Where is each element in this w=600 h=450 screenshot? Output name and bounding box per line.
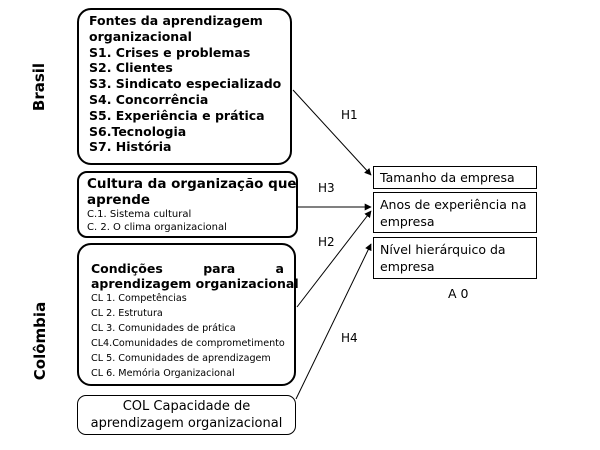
output-box-anos: Anos de experiência na empresa: [373, 192, 537, 233]
fontes-title-line-1: Fontes da aprendizagem: [89, 13, 263, 28]
condicoes-item: CL 3. Comunidades de prática: [91, 323, 236, 334]
box-col-capacidade: COL Capacidade de aprendizagem organizac…: [77, 395, 296, 435]
fontes-item: S1. Crises e problemas: [89, 44, 251, 60]
condicoes-title-word: para: [203, 261, 236, 276]
hypothesis-label-h4: H4: [341, 331, 358, 345]
cultura-title-line-2: aprende: [87, 192, 151, 208]
output-nivel-line-1: Nível hierárquico da: [380, 242, 506, 257]
condicoes-item: CL 1. Competências: [91, 293, 187, 304]
condicoes-title-word: a: [275, 261, 284, 276]
cultura-item: C. 2. O clima organizacional: [87, 222, 227, 233]
fontes-item: S3. Sindicato especializado: [89, 76, 282, 92]
output-box-nivel: Nível hierárquico da empresa: [373, 237, 537, 279]
fontes-item: S5. Experiência e prática: [89, 107, 265, 123]
condicoes-title-line-2: aprendizagem organizacional: [91, 276, 299, 291]
condicoes-item: CL4.Comunidades de comprometimento: [91, 338, 285, 349]
col-line-2: aprendizagem organizacional: [90, 416, 283, 431]
fontes-title-line-2: organizacional: [89, 28, 192, 44]
cultura-title-line-1: Cultura da organização que: [87, 176, 297, 192]
hypothesis-label-h2: H2: [318, 235, 335, 249]
hypothesis-label-h1: H1: [341, 108, 358, 122]
condicoes-title-word: Condições: [91, 261, 163, 276]
condicoes-item: CL 5. Comunidades de aprendizagem: [91, 353, 271, 364]
output-tamanho-text: Tamanho da empresa: [380, 170, 515, 185]
arrow-h2: [296, 210, 372, 308]
arrow-h1: [292, 89, 372, 176]
fontes-item: S6.Tecnologia: [89, 123, 187, 139]
hypothesis-label-h3: H3: [318, 181, 335, 195]
condicoes-title-line-1: Condições para a: [91, 261, 284, 276]
fontes-item: S4. Concorrência: [89, 91, 209, 107]
box-cultura-organizacao: Cultura da organização que aprende C.1. …: [77, 171, 298, 238]
output-group-label: A 0: [448, 286, 469, 301]
box-fontes-aprendizagem: Fontes da aprendizagem organizacional S1…: [77, 8, 292, 165]
box-condicoes-aprendizagem: Condições para a aprendizagem organizaci…: [77, 243, 299, 386]
output-anos-line-2: empresa: [380, 214, 435, 229]
col-line-1: COL Capacidade de: [122, 399, 251, 414]
output-nivel-line-2: empresa: [380, 259, 435, 274]
output-box-tamanho: Tamanho da empresa: [373, 166, 537, 189]
arrow-h4: [295, 243, 372, 400]
output-anos-line-1: Anos de experiência na: [380, 197, 527, 212]
cultura-item: C.1. Sistema cultural: [87, 209, 192, 220]
fontes-item: S7. História: [89, 139, 172, 155]
fontes-item: S2. Clientes: [89, 60, 173, 76]
condicoes-item: CL 6. Memória Organizacional: [91, 368, 235, 379]
condicoes-item: CL 2. Estrutura: [91, 308, 163, 319]
